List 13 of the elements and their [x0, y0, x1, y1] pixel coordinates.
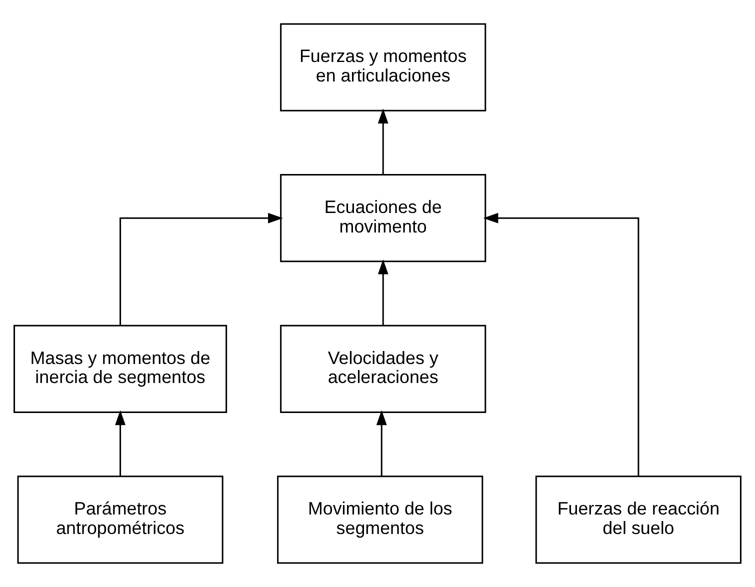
arrow: [120, 212, 283, 326]
node-box: Ecuaciones de movimento: [280, 174, 486, 262]
node-box: Fuerzas y momentos en articulaciones: [280, 23, 486, 112]
arrow: [378, 259, 388, 326]
node-box: Masas y momentos de inercia de segmentos: [14, 324, 228, 413]
arrow: [483, 212, 640, 476]
arrow: [115, 410, 126, 476]
arrow: [376, 410, 387, 476]
node-box: Movimiento de los segmentos: [277, 476, 484, 564]
node-box: Fuerzas de reacción del suelo: [535, 476, 742, 564]
arrow: [378, 108, 388, 174]
node-box: Parámetros antropométricos: [17, 476, 224, 564]
node-box: Velocidades y aceleraciones: [280, 324, 486, 413]
